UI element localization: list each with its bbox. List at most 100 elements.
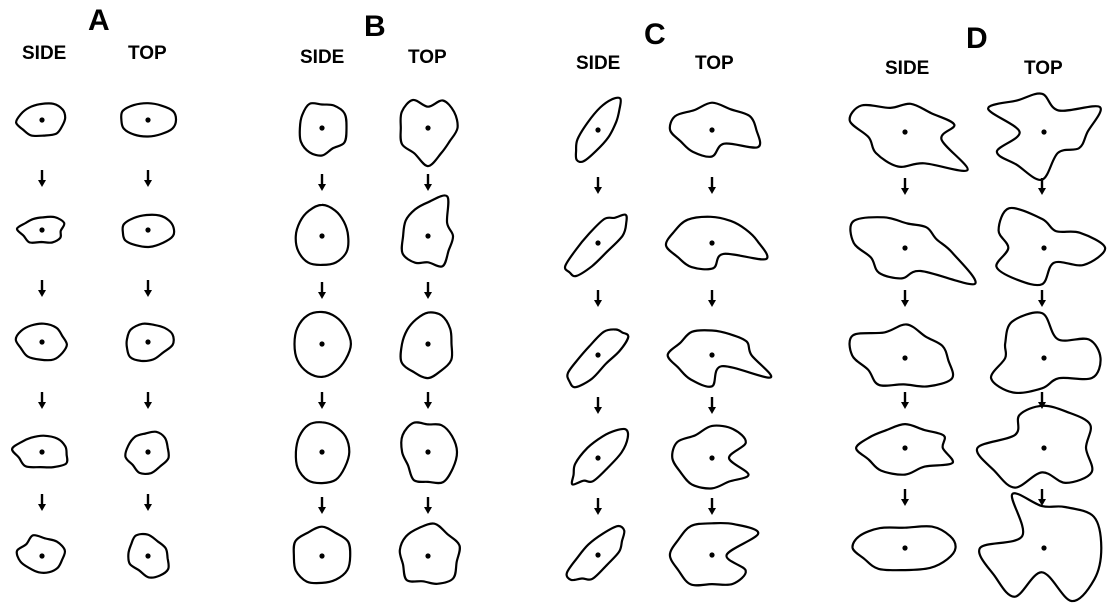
panel-b-top-arrow-down-icon-4 xyxy=(424,497,432,514)
panel-c-side-cell-outline-stage-2 xyxy=(563,213,628,278)
panel-a-side-arrow-down-icon-1 xyxy=(38,170,46,187)
panel-c-side-arrow-down-icon-4 xyxy=(594,498,602,515)
panel-d-side-nucleus-dot-stage-2 xyxy=(902,245,908,251)
panel-b-top-cell-outline-stage-4 xyxy=(400,421,459,485)
panel-d-side-label: SIDE xyxy=(885,58,930,79)
panel-a-top-arrow-down-icon-4 xyxy=(144,494,152,511)
panel-c-side-cell-outline-stage-3 xyxy=(566,328,630,389)
panel-c-top-cell-outline-stage-1 xyxy=(668,101,762,158)
panel-a-side-cell-outline-stage-5 xyxy=(15,534,67,574)
panel-c-side-cell-outline-stage-1 xyxy=(574,96,622,163)
panel-b-top-nucleus-dot-stage-4 xyxy=(425,449,431,455)
panel-b-side-cell-outline-stage-1 xyxy=(298,102,348,157)
panel-d-top-cell-outline-stage-2 xyxy=(995,206,1107,287)
panel-b-side-arrow-down-icon-1 xyxy=(318,174,326,191)
panel-b-top-nucleus-dot-stage-5 xyxy=(425,553,431,559)
panel-a-top-arrow-down-icon-1 xyxy=(144,170,152,187)
panel-a-side-cell-outline-stage-4 xyxy=(11,434,69,469)
panel-a-side-label: SIDE xyxy=(22,43,67,64)
panel-a-top-cell-outline-stage-2 xyxy=(121,213,176,249)
panel-a-side-nucleus-dot-stage-1 xyxy=(39,117,45,123)
panel-b-side-label: SIDE xyxy=(300,47,345,68)
panel-a-side-nucleus-dot-stage-4 xyxy=(39,449,45,455)
panel-c-side-cell-outline-stage-4 xyxy=(570,427,630,486)
panel-d-side-cell-outline-stage-5 xyxy=(851,525,957,572)
panel-c-top-nucleus-dot-stage-4 xyxy=(709,455,715,461)
panel-d-top-arrow-down-icon-1 xyxy=(1038,178,1046,195)
panel-b-top-cell-outline-stage-1 xyxy=(399,98,459,168)
panel-d-side-arrow-down-icon-4 xyxy=(901,489,909,506)
panel-b-side-cell-outline-stage-5 xyxy=(292,525,352,585)
panel-c-side-nucleus-dot-stage-5 xyxy=(595,552,601,558)
panel-a-top-cell-outline-stage-5 xyxy=(127,532,170,579)
panel-a-side-arrow-down-icon-3 xyxy=(38,392,46,409)
panel-a-top-nucleus-dot-stage-4 xyxy=(145,449,151,455)
panel-a-side-cell-outline-stage-2 xyxy=(15,215,66,244)
panel-c-side-nucleus-dot-stage-4 xyxy=(595,455,601,461)
panel-c-top-nucleus-dot-stage-3 xyxy=(709,352,715,358)
panel-a-top-arrow-down-icon-3 xyxy=(144,392,152,409)
panel-a-side-nucleus-dot-stage-2 xyxy=(39,227,45,233)
panel-a-top-nucleus-dot-stage-1 xyxy=(145,117,151,123)
panel-d-side-arrow-down-icon-3 xyxy=(901,392,909,409)
panel-c-top-nucleus-dot-stage-1 xyxy=(709,127,715,133)
panel-b-top-nucleus-dot-stage-2 xyxy=(425,233,431,239)
panel-b-top-cell-outline-stage-2 xyxy=(400,194,455,268)
panel-d-top-cell-outline-stage-3 xyxy=(989,311,1102,395)
panel-b-top-cell-outline-stage-3 xyxy=(399,311,454,380)
panel-d-top-nucleus-dot-stage-3 xyxy=(1041,355,1047,361)
panel-c-top-label: TOP xyxy=(695,53,734,74)
panel-d-side-nucleus-dot-stage-1 xyxy=(902,129,908,135)
panel-c-side-nucleus-dot-stage-3 xyxy=(595,352,601,358)
panel-d-side-arrow-down-icon-2 xyxy=(901,290,909,307)
panel-c-top-arrow-down-icon-3 xyxy=(708,397,716,414)
panel-c-top-cell-outline-stage-3 xyxy=(666,329,773,388)
panel-a-side-arrow-down-icon-2 xyxy=(38,280,46,297)
panel-b-side-nucleus-dot-stage-5 xyxy=(319,553,325,559)
panel-b-top-arrow-down-icon-2 xyxy=(424,282,432,299)
panel-d-side-cell-outline-stage-2 xyxy=(849,216,977,286)
panel-b-side-cell-outline-stage-3 xyxy=(293,310,353,379)
panel-c-letter: C xyxy=(644,18,666,51)
panel-b-side-nucleus-dot-stage-4 xyxy=(319,449,325,455)
panel-d-top-arrow-down-icon-4 xyxy=(1038,489,1046,506)
panel-d-side-arrow-down-icon-1 xyxy=(901,178,909,195)
panel-c-side-nucleus-dot-stage-2 xyxy=(595,240,601,246)
panel-a-top-nucleus-dot-stage-5 xyxy=(145,553,151,559)
panel-c-top-cell-outline-stage-2 xyxy=(664,215,769,271)
panel-b-side-arrow-down-icon-2 xyxy=(318,282,326,299)
panel-c-side-label: SIDE xyxy=(576,53,621,74)
panel-c-top-nucleus-dot-stage-2 xyxy=(709,240,715,246)
panel-d-top-cell-outline-stage-1 xyxy=(987,92,1102,181)
panel-b-side-cell-outline-stage-4 xyxy=(294,421,351,485)
panel-a-side-nucleus-dot-stage-5 xyxy=(39,553,45,559)
panel-a-side-arrow-down-icon-4 xyxy=(38,494,46,511)
panel-b-side-nucleus-dot-stage-2 xyxy=(319,233,325,239)
panel-a-top-nucleus-dot-stage-3 xyxy=(145,339,151,345)
panel-a-top-arrow-down-icon-2 xyxy=(144,280,152,297)
panel-c-top-cell-outline-stage-5 xyxy=(668,521,760,587)
panel-d-top-arrow-down-icon-2 xyxy=(1038,290,1046,307)
panel-b-side-nucleus-dot-stage-3 xyxy=(319,341,325,347)
panel-c-side-arrow-down-icon-2 xyxy=(594,290,602,307)
panel-a-letter: A xyxy=(88,4,110,37)
panel-b-side-arrow-down-icon-4 xyxy=(318,497,326,514)
panel-a-top-cell-outline-stage-4 xyxy=(124,430,170,476)
panel-b-side-arrow-down-icon-3 xyxy=(318,392,326,409)
panel-c-top-arrow-down-icon-2 xyxy=(708,290,716,307)
panel-d-side-nucleus-dot-stage-5 xyxy=(902,545,908,551)
panel-b-top-arrow-down-icon-3 xyxy=(424,392,432,409)
panel-b-side-cell-outline-stage-2 xyxy=(294,203,350,267)
panel-c-top-arrow-down-icon-1 xyxy=(708,177,716,194)
panel-b-top-nucleus-dot-stage-1 xyxy=(425,125,431,131)
panel-d-side-cell-outline-stage-4 xyxy=(855,422,955,476)
panel-d-top-label: TOP xyxy=(1024,58,1063,79)
panel-d-top-cell-outline-stage-5 xyxy=(978,492,1103,603)
panel-d-top-nucleus-dot-stage-5 xyxy=(1041,545,1047,551)
panel-c-top-cell-outline-stage-4 xyxy=(671,424,750,490)
panel-d-side-cell-outline-stage-1 xyxy=(848,102,969,172)
panel-d-side-cell-outline-stage-3 xyxy=(848,323,955,388)
panel-a-side-nucleus-dot-stage-3 xyxy=(39,339,45,345)
panel-c-top-arrow-down-icon-4 xyxy=(708,498,716,515)
